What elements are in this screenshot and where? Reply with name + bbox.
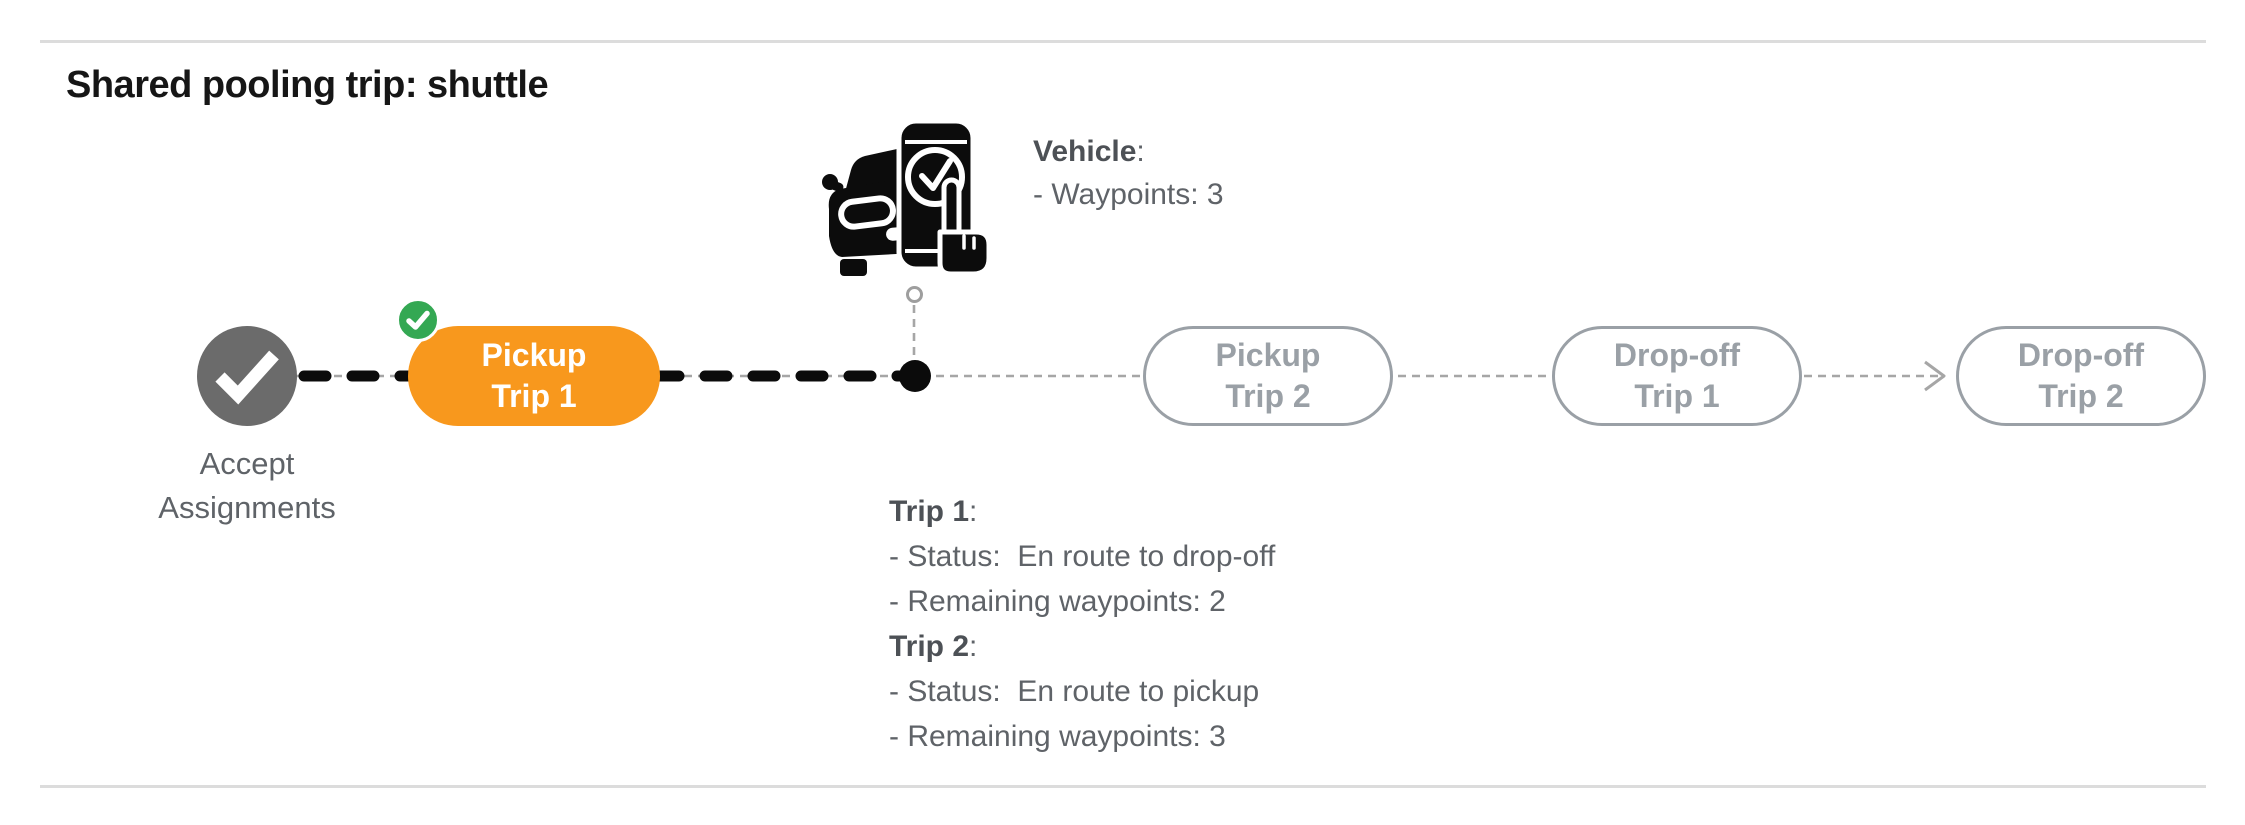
pill-label-line2: Trip 2 — [2038, 378, 2124, 414]
current-position-dot — [899, 360, 931, 392]
vehicle-heading-colon: : — [1136, 135, 1145, 168]
accept-assignments-node — [197, 326, 297, 426]
pickup-trip1-completed-badge — [396, 298, 440, 342]
pill-label-line1: Drop-off — [1613, 337, 1741, 373]
vehicle-heading-text: Vehicle — [1033, 135, 1137, 168]
node-pickup-trip-2: Pickup Trip 2 — [1143, 326, 1393, 426]
accept-label-line1: Accept — [199, 446, 295, 481]
vehicle-info-panel: Vehicle: - Waypoints: 3 — [1033, 130, 1224, 216]
pill-label-line2: Trip 1 — [491, 378, 577, 414]
trip2-heading: Trip 2: — [889, 624, 1275, 669]
vehicle-waypoints-line: - Waypoints: 3 — [1033, 178, 1224, 211]
node-pickup-trip-1: Pickup Trip 1 — [408, 326, 660, 426]
accept-assignments-label: Accept Assignments — [104, 442, 390, 530]
trip-status-panel: Trip 1: - Status: En route to drop-off -… — [889, 489, 1275, 759]
page-title: Shared pooling trip: shuttle — [66, 64, 549, 106]
trip1-heading: Trip 1: — [889, 489, 1275, 534]
trip1-heading-text: Trip 1 — [889, 495, 970, 528]
vehicle-heading: Vehicle: — [1033, 130, 1224, 173]
pill-label-line1: Pickup — [1215, 337, 1321, 373]
trip2-waypoints-line: - Remaining waypoints: 3 — [889, 720, 1226, 753]
node-dropoff-trip-2: Drop-off Trip 2 — [1956, 326, 2206, 426]
trip1-heading-colon: : — [969, 495, 978, 528]
trip1-status-line: - Status: En route to drop-off — [889, 540, 1276, 573]
trip2-heading-text: Trip 2 — [889, 630, 970, 663]
vehicle-anchor-circle — [906, 286, 923, 303]
pill-label-line1: Pickup — [481, 337, 587, 373]
trip2-heading-colon: : — [969, 630, 978, 663]
trip2-status-line: - Status: En route to pickup — [889, 675, 1260, 708]
completed-check-icon — [215, 350, 279, 405]
arrowhead-icon — [1924, 360, 1946, 392]
pill-label-line2: Trip 1 — [1634, 378, 1720, 414]
bottom-divider — [40, 785, 2206, 788]
top-divider — [40, 40, 2206, 43]
pill-label-line1: Drop-off — [2017, 337, 2145, 373]
vehicle-phone-check-icon — [822, 118, 992, 277]
node-dropoff-trip-1: Drop-off Trip 1 — [1552, 326, 1802, 426]
pill-label-line2: Trip 2 — [1225, 378, 1311, 414]
trip1-waypoints-line: - Remaining waypoints: 2 — [889, 585, 1226, 618]
accept-label-line2: Assignments — [158, 490, 336, 525]
success-check-icon — [406, 310, 430, 330]
